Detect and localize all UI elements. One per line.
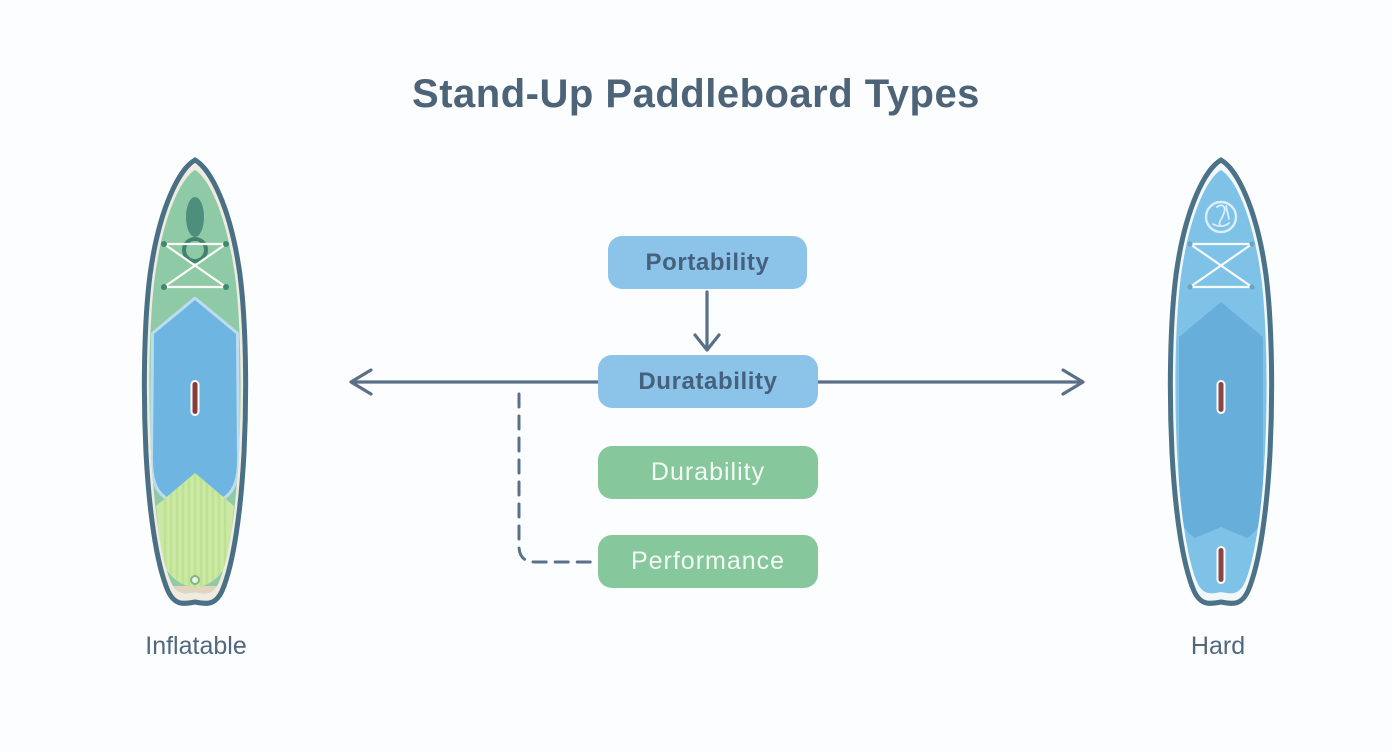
arrow-duratability-to-inflatable	[349, 368, 600, 396]
tail-ring-icon	[190, 575, 200, 585]
arrow-duratability-to-hard	[816, 368, 1085, 396]
fin-slot-top	[1216, 380, 1226, 414]
hard-board-illustration	[1163, 157, 1279, 610]
brand-logo-icon	[1204, 200, 1238, 234]
flow-node-durability-label: Durability	[650, 458, 766, 486]
hard-label: Hard	[1190, 632, 1246, 660]
flow-node-duratability: Duratability	[598, 355, 818, 408]
dashed-connector-duratability-to-performance	[517, 392, 598, 564]
fin-slot-bottom	[1216, 546, 1226, 584]
flow-node-portability: Portability	[608, 236, 807, 289]
carry-handle-icon	[186, 197, 204, 237]
flow-node-portability-label: Portability	[645, 248, 770, 276]
flow-node-performance-label: Performance	[630, 547, 786, 575]
d-ring-icon	[182, 237, 208, 263]
inflatable-board-illustration	[137, 157, 253, 610]
flow-node-performance: Performance	[598, 535, 818, 588]
bungee-cords	[161, 241, 229, 290]
deck-pad	[1179, 302, 1263, 538]
page-title: Stand-Up Paddleboard Types	[412, 72, 980, 116]
tail-block	[149, 586, 241, 594]
flow-node-durability: Durability	[598, 446, 818, 499]
inflatable-label: Inflatable	[145, 632, 247, 660]
fin-slot	[190, 380, 200, 416]
bungee-cords	[1187, 241, 1255, 290]
arrow-portability-to-duratability	[693, 290, 721, 352]
flow-node-duratability-label: Duratability	[638, 367, 778, 395]
